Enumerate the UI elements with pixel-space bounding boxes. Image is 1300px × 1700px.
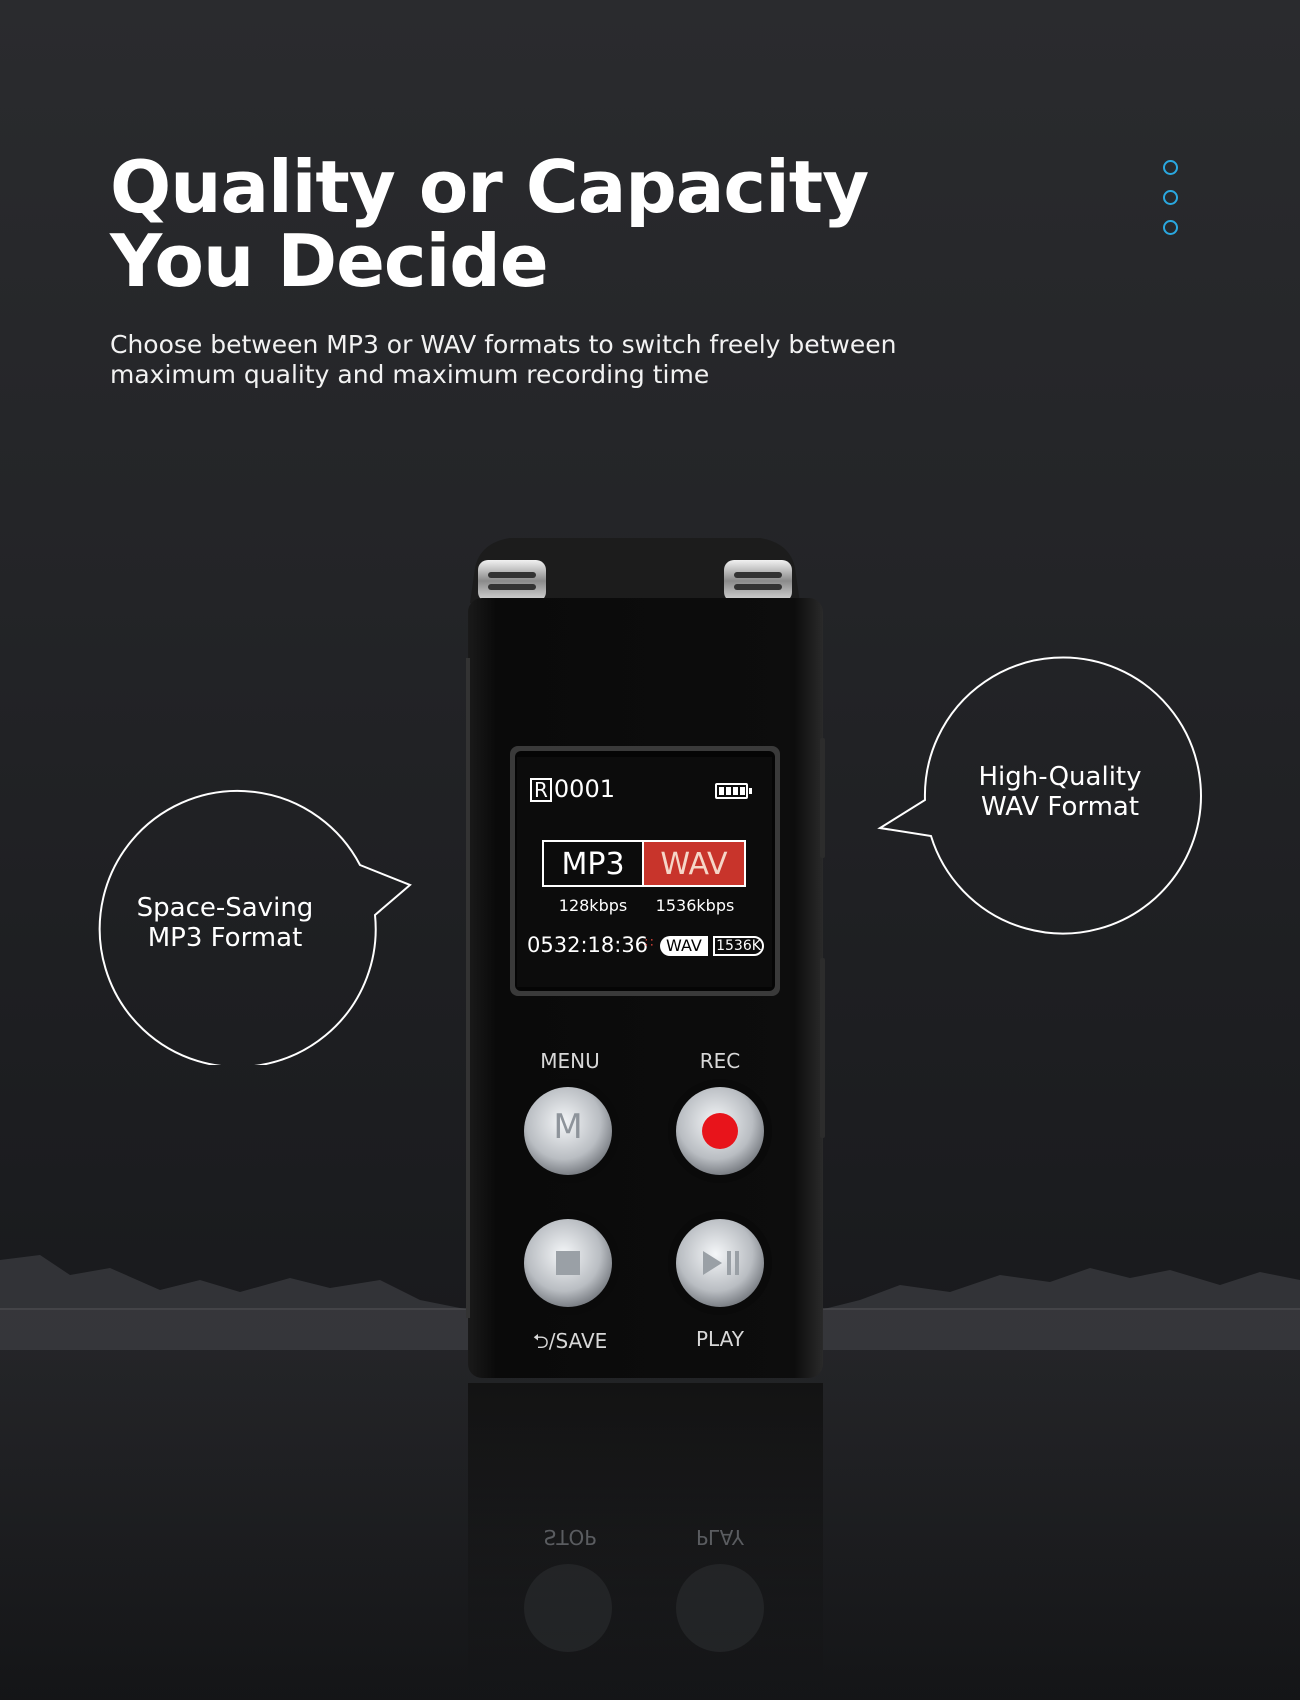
back-arrow-icon: ⮌ bbox=[532, 1329, 549, 1353]
title-line-2: You Decide bbox=[110, 219, 549, 303]
title-line-1: Quality or Capacity bbox=[110, 145, 869, 229]
battery-icon bbox=[715, 783, 752, 799]
subtitle-line-2: maximum quality and maximum recording ti… bbox=[110, 360, 710, 389]
bitrate-mp3: 128kbps bbox=[558, 896, 628, 915]
mp3-callout-text: Space-Saving MP3 Format bbox=[136, 893, 314, 953]
subtitle-line-1: Choose between MP3 or WAV formats to swi… bbox=[110, 330, 897, 359]
record-button[interactable] bbox=[676, 1087, 764, 1175]
reflection-play-label: PLAY bbox=[695, 1525, 744, 1549]
dot-icon bbox=[1163, 190, 1178, 205]
recording-number: 0001 bbox=[553, 775, 615, 803]
speech-bubble-outline bbox=[877, 656, 1202, 935]
mp3-callout-bubble: Space-Saving MP3 Format bbox=[85, 775, 415, 1068]
mic-icon: ∷ bbox=[645, 936, 654, 951]
menu-glyph: M bbox=[553, 1107, 583, 1147]
decorative-dots bbox=[1163, 160, 1178, 250]
bitrate-wav: 1536kbps bbox=[655, 896, 735, 915]
dot-icon bbox=[1163, 160, 1178, 175]
reflection-stop-label: STOP bbox=[543, 1525, 597, 1549]
status-format-badge: WAV bbox=[660, 936, 708, 956]
play-button-label: PLAY bbox=[695, 1327, 744, 1351]
page-subtitle: Choose between MP3 or WAV formats to swi… bbox=[110, 330, 930, 390]
format-option-mp3: MP3 bbox=[542, 840, 644, 887]
menu-button-label: MENU bbox=[540, 1049, 600, 1073]
status-bitrate-badge: 1536K bbox=[713, 936, 764, 956]
stop-save-button[interactable] bbox=[524, 1219, 612, 1307]
rec-button-label: REC bbox=[699, 1049, 741, 1073]
recording-prefix: R bbox=[530, 778, 552, 802]
dot-icon bbox=[1163, 220, 1178, 235]
wav-callout-bubble: High-Quality WAV Format bbox=[875, 650, 1205, 940]
wav-callout-text: High-Quality WAV Format bbox=[978, 762, 1142, 822]
page-title: Quality or Capacity You Decide bbox=[110, 150, 869, 298]
format-option-wav-selected: WAV bbox=[644, 840, 746, 887]
play-pause-button[interactable] bbox=[676, 1219, 764, 1307]
remaining-time: 0532:18:36 bbox=[527, 933, 649, 957]
menu-button[interactable]: M bbox=[524, 1087, 612, 1175]
save-button-label: ⮌/SAVE bbox=[532, 1329, 608, 1353]
speech-bubble-outline bbox=[98, 790, 412, 1068]
